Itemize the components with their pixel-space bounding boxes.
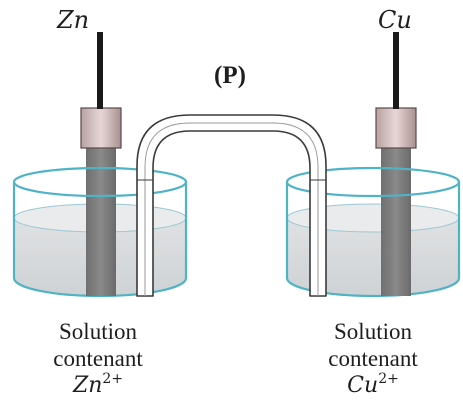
right-solution-caption: Solution contenant Cu2+ [288,318,458,399]
salt-bridge [136,114,327,297]
right-clip [375,107,417,149]
right-wire [393,32,399,109]
copper-electrode-label: Cu [378,6,412,34]
right-caption-line1: Solution [334,319,412,344]
left-caption-line1: Solution [59,319,137,344]
right-beaker-wall [285,182,461,298]
zinc-ion-formula: Zn2+ [13,372,183,399]
copper-electrode [381,148,411,296]
zinc-ion-charge: 2+ [102,371,124,387]
zinc-electrode-label: Zn [57,6,90,34]
zinc-ion-base: Zn [72,373,103,398]
salt-bridge-outer [136,114,327,297]
left-wire [97,32,103,109]
right-beaker-rim [285,166,461,198]
left-caption-line2: contenant [53,346,143,371]
copper-ion-base: Cu [347,373,379,398]
salt-bridge-label: (P) [214,62,246,89]
left-beaker-rim [12,166,188,198]
left-solution-caption: Solution contenant Zn2+ [13,318,183,399]
right-caption-line2: contenant [328,346,418,371]
right-half-cell [285,32,461,298]
copper-ion-charge: 2+ [378,371,399,387]
left-half-cell [12,32,188,298]
copper-ion-formula: Cu2+ [288,372,458,399]
left-clip [80,107,122,149]
salt-bridge-inner-line [144,122,319,296]
zinc-electrode [86,148,116,296]
